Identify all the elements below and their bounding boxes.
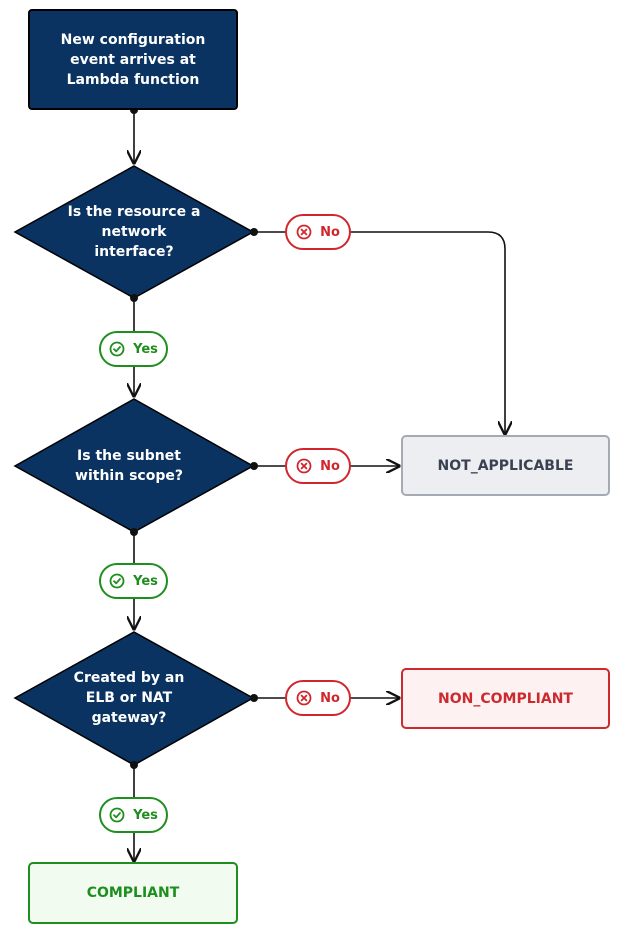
result-not-applicable: NOT_APPLICABLE xyxy=(401,435,610,496)
no-label: No xyxy=(320,458,340,474)
no-label: No xyxy=(320,224,340,240)
yes-label: Yes xyxy=(133,341,158,357)
edge-dot xyxy=(250,462,258,470)
yes-label: Yes xyxy=(133,807,158,823)
edge-dot xyxy=(130,528,138,536)
yes-pill-1: Yes xyxy=(99,331,168,367)
result-compliant: COMPLIANT xyxy=(28,862,238,924)
start-node: New configuration event arrives at Lambd… xyxy=(28,9,238,110)
yes-pill-3: Yes xyxy=(99,797,168,833)
decision-3-label: Created by an ELB or NAT gateway? xyxy=(73,670,185,726)
x-circle-icon xyxy=(296,224,312,240)
no-pill-3: No xyxy=(285,680,351,716)
edge-dot xyxy=(130,761,138,769)
check-circle-icon xyxy=(109,807,125,823)
no-pill-1: No xyxy=(285,214,351,250)
yes-label: Yes xyxy=(133,573,158,589)
x-circle-icon xyxy=(296,690,312,706)
edge-dot xyxy=(130,294,138,302)
edge-d1-no xyxy=(254,231,505,434)
decision-2-label: Is the subnet within scope? xyxy=(75,448,183,484)
edge-dot xyxy=(250,694,258,702)
decision-1-label: Is the resource a network interface? xyxy=(67,204,201,260)
result-non-compliant: NON_COMPLIANT xyxy=(401,668,610,729)
yes-pill-2: Yes xyxy=(99,563,168,599)
no-label: No xyxy=(320,690,340,706)
check-circle-icon xyxy=(109,573,125,589)
check-circle-icon xyxy=(109,341,125,357)
x-circle-icon xyxy=(296,458,312,474)
no-pill-2: No xyxy=(285,448,351,484)
start-label: New configuration event arrives at Lambd… xyxy=(60,31,206,88)
edge-dot xyxy=(250,228,258,236)
